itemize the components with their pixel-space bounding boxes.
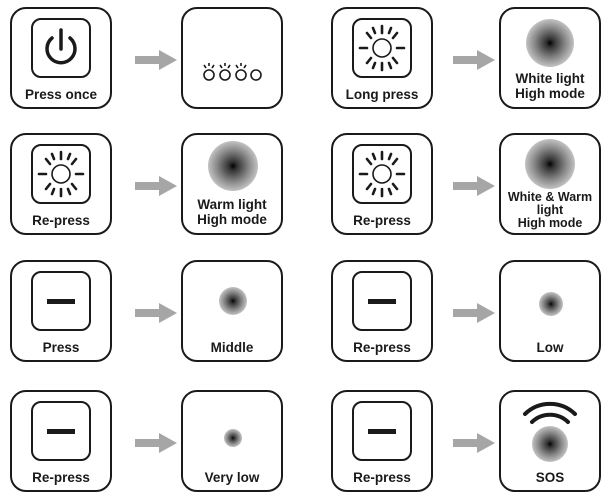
light-glow-icon	[532, 426, 568, 462]
light-result-card: Warm light High mode	[181, 133, 283, 235]
sun-icon	[352, 18, 412, 78]
light-glow-icon	[224, 429, 242, 447]
action-label: Press once	[24, 87, 98, 102]
light-result-card: Middle	[181, 260, 283, 362]
result-label: White light High mode	[501, 71, 599, 101]
sos-result-card: SOS	[499, 390, 601, 492]
result-label-line: White light	[515, 71, 585, 86]
mode-button-card: Re-press	[10, 133, 112, 235]
result-label: Low	[536, 340, 564, 355]
action-label: Re-press	[353, 213, 411, 228]
minus-icon	[31, 271, 91, 331]
sun-icon	[352, 144, 412, 204]
light-glow-icon	[526, 19, 574, 67]
action-label: Long press	[345, 87, 419, 102]
result-label: Middle	[210, 340, 254, 355]
light-glow-icon	[208, 141, 258, 191]
mode-button-card: Long press	[331, 7, 433, 109]
result-label-line: High mode	[517, 216, 583, 230]
result-label: White & Warm light High mode	[501, 191, 599, 230]
result-label: Warm light High mode	[183, 197, 281, 227]
light-result-card: White light High mode	[499, 7, 601, 109]
power-button-card: Press once	[10, 7, 112, 109]
arrow-right-icon	[453, 176, 495, 196]
arrow-right-icon	[135, 176, 177, 196]
light-result-card: Very low	[181, 390, 283, 492]
result-label-line: High mode	[515, 86, 585, 101]
action-label: Re-press	[32, 470, 90, 485]
action-label: Re-press	[32, 213, 90, 228]
result-label: Very low	[204, 470, 260, 485]
minus-button-card: Press	[10, 260, 112, 362]
light-glow-icon	[539, 292, 563, 316]
light-glow-icon	[525, 139, 575, 189]
arrow-right-icon	[135, 303, 177, 323]
result-label-line: Warm light	[197, 197, 267, 212]
result-label-line: light	[536, 203, 564, 217]
indicator-leds-icon	[203, 63, 262, 81]
minus-button-card: Re-press	[331, 390, 433, 492]
minus-icon	[31, 401, 91, 461]
arrow-right-icon	[453, 433, 495, 453]
result-label: SOS	[535, 470, 565, 485]
minus-icon	[352, 271, 412, 331]
result-label-line: High mode	[197, 212, 267, 227]
arrow-right-icon	[135, 433, 177, 453]
light-result-card: Low	[499, 260, 601, 362]
minus-button-card: Re-press	[331, 260, 433, 362]
light-result-card: White & Warm light High mode	[499, 133, 601, 235]
light-glow-icon	[219, 287, 247, 315]
action-label: Re-press	[353, 470, 411, 485]
sun-icon	[31, 144, 91, 204]
indicator-leds-card	[181, 7, 283, 109]
arrow-right-icon	[453, 50, 495, 70]
arrow-right-icon	[135, 50, 177, 70]
action-label: Re-press	[353, 340, 411, 355]
action-label: Press	[42, 340, 80, 355]
signal-waves-icon	[523, 401, 577, 424]
minus-button-card: Re-press	[10, 390, 112, 492]
result-label-line: White & Warm	[507, 190, 593, 204]
mode-button-card: Re-press	[331, 133, 433, 235]
power-icon	[31, 18, 91, 78]
arrow-right-icon	[453, 303, 495, 323]
minus-icon	[352, 401, 412, 461]
